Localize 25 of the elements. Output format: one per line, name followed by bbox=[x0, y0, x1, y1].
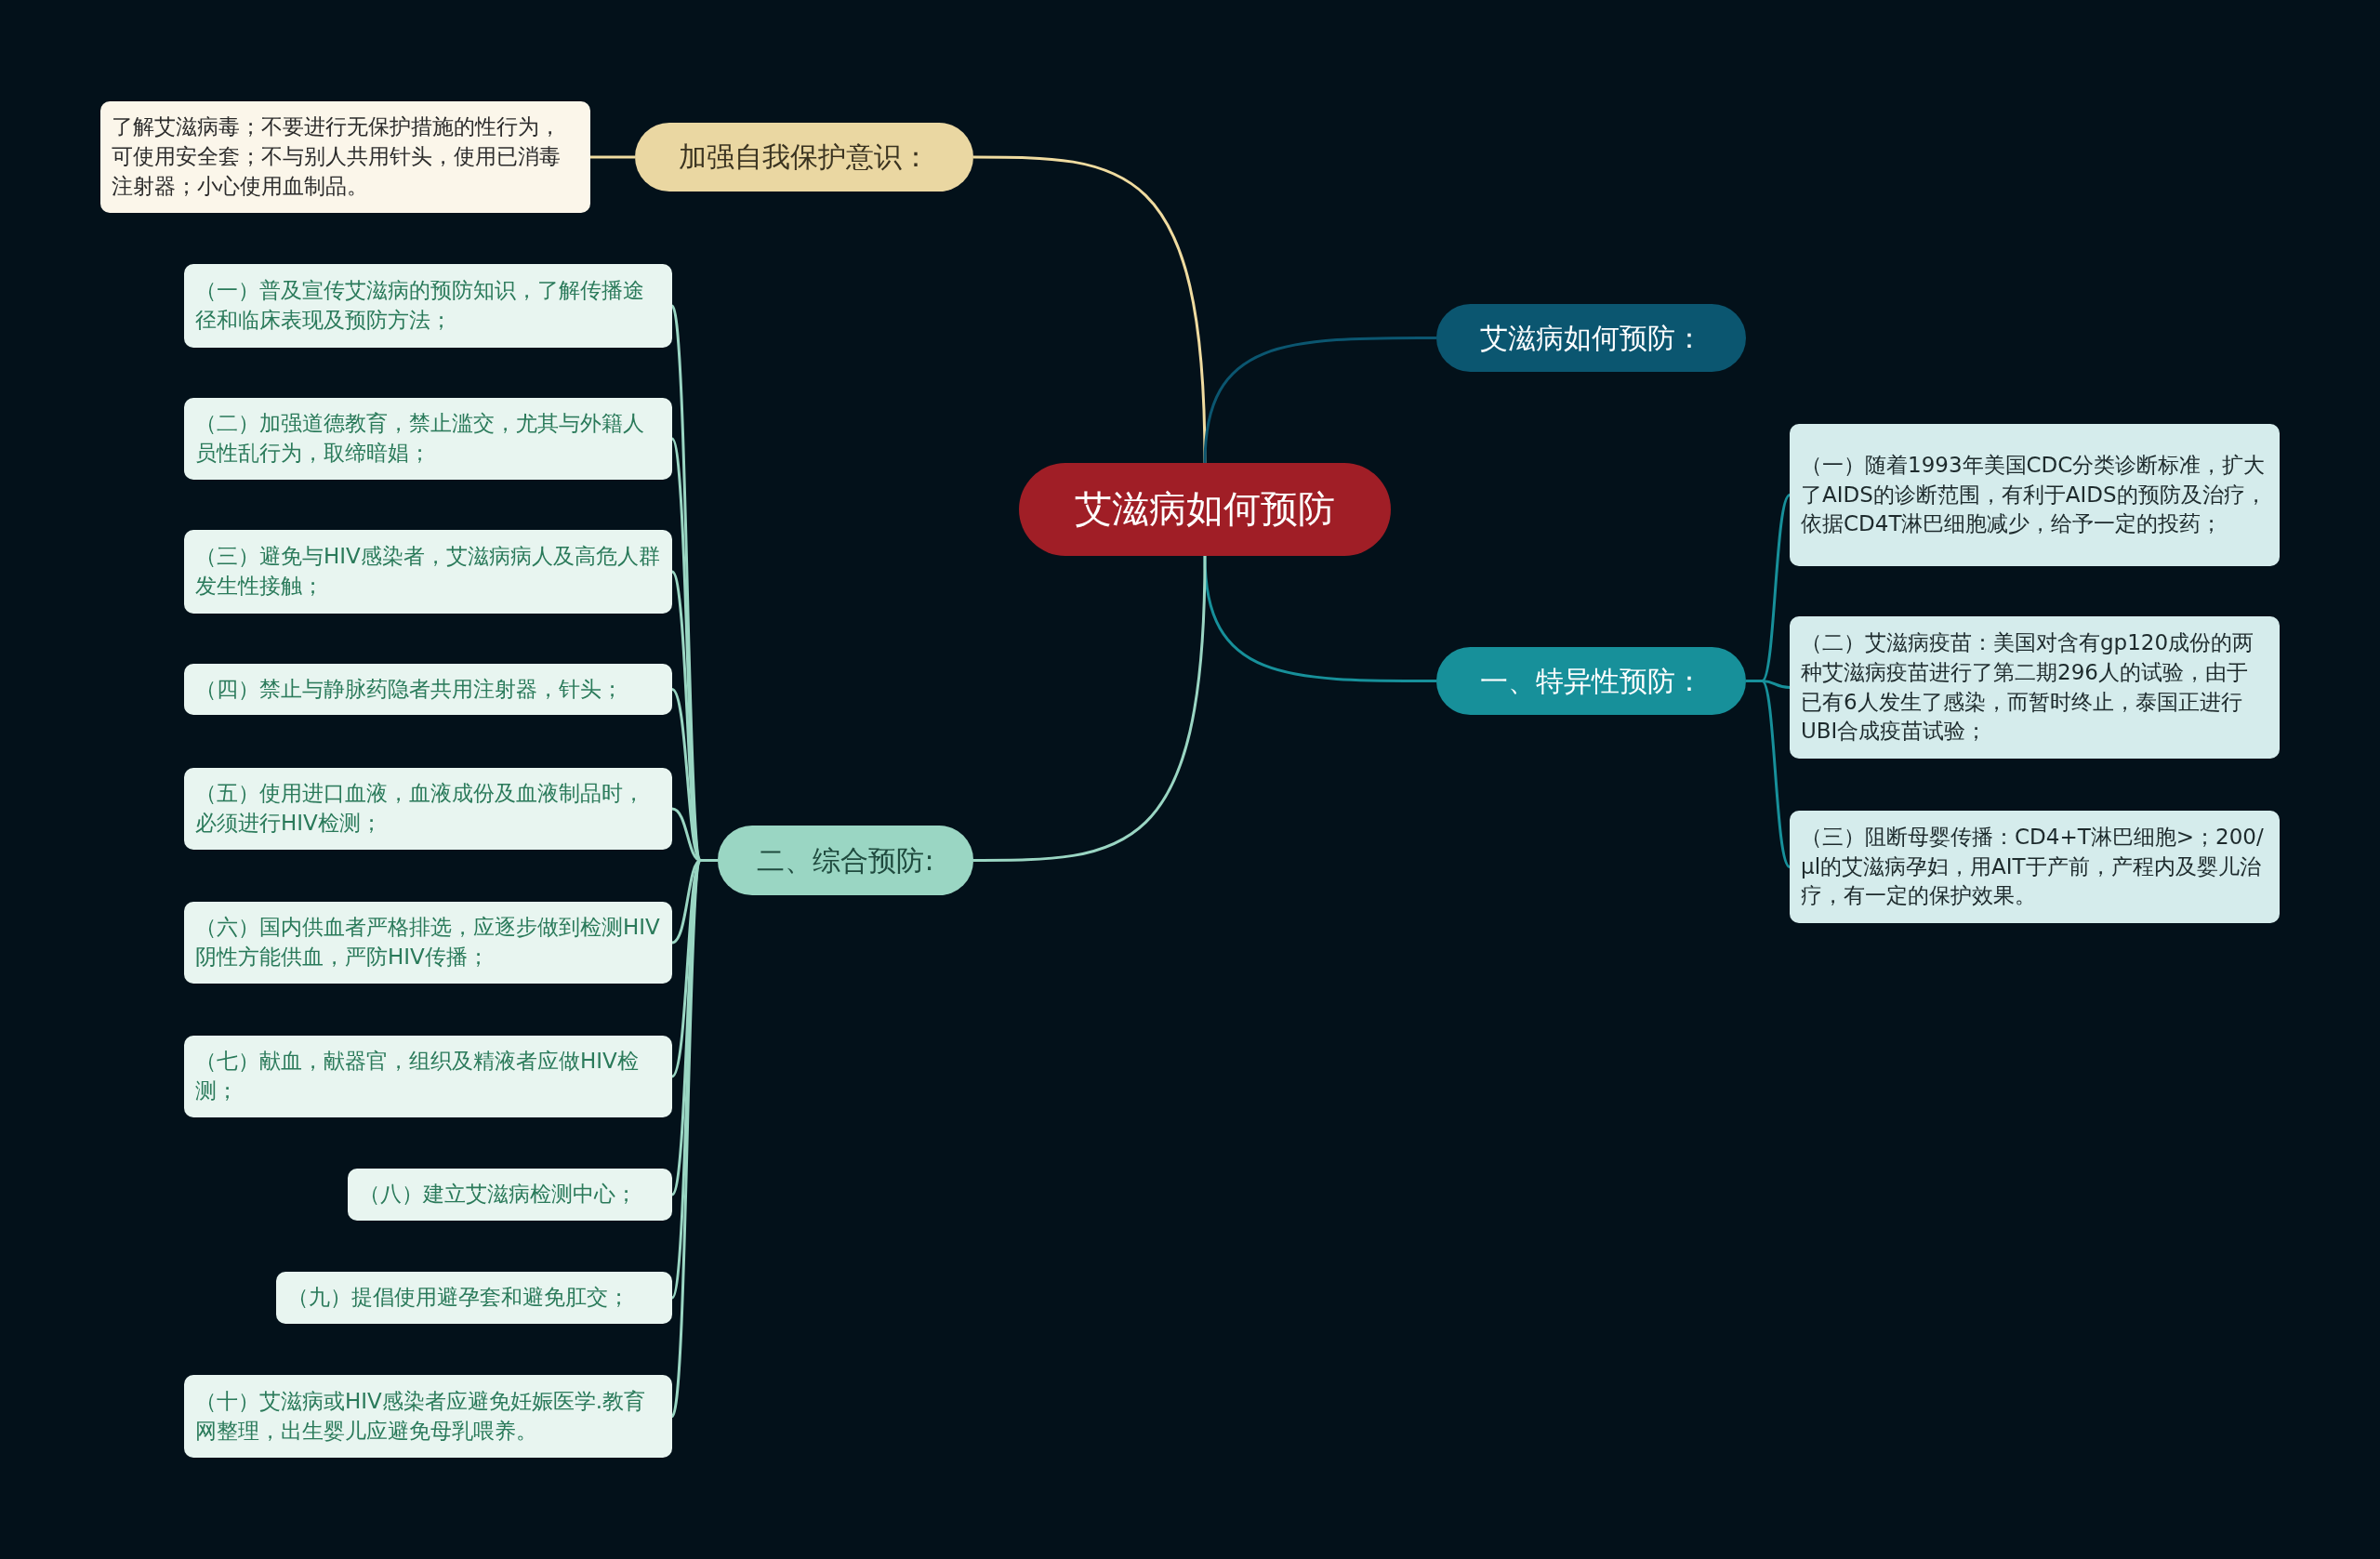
note-box: （六）国内供血者严格排选，应逐步做到检测HIV阴性方能供血，严防HIV传播； bbox=[184, 902, 672, 984]
connector-line bbox=[1746, 680, 1792, 868]
connector-line bbox=[590, 155, 635, 159]
note-box: （七）献血，献器官，组织及精液者应做HIV检测； bbox=[184, 1036, 672, 1117]
note-box: （四）禁止与静脉药隐者共用注射器，针头； bbox=[184, 664, 672, 715]
connector-line bbox=[1203, 337, 1436, 464]
note-box: （九）提倡使用避孕套和避免肛交； bbox=[276, 1272, 672, 1324]
topic-pill: 加强自我保护意识： bbox=[635, 123, 973, 192]
note-box: （八）建立艾滋病检测中心； bbox=[348, 1169, 672, 1221]
note-box: 了解艾滋病毒；不要进行无保护措施的性行为，可使用安全套；不与别人共用针头，使用已消毒注射器；小心使用血制品。 bbox=[100, 101, 590, 213]
topic-pill: 二、综合预防: bbox=[718, 826, 973, 895]
note-box: （五）使用进口血液，血液成份及血液制品时，必须进行HIV检测； bbox=[184, 768, 672, 850]
note-box: （十）艾滋病或HIV感染者应避免妊娠医学.教育网整理，出生婴儿应避免母乳喂养。 bbox=[184, 1375, 672, 1458]
connector-line bbox=[1203, 555, 1436, 682]
note-box: （二）加强道德教育，禁止滥交，尤其与外籍人员性乱行为，取缔暗娼； bbox=[184, 398, 672, 480]
note-box: （三）避免与HIV感染者，艾滋病病人及高危人群发生性接触； bbox=[184, 530, 672, 614]
connector-line bbox=[973, 555, 1207, 862]
note-box: （一）随着1993年美国CDC分类诊断标准，扩大了AIDS的诊断范围，有利于AIDS的预防及治疗，依据CD4T淋巴细胞减少，给予一定的投药； bbox=[1790, 424, 2280, 566]
topic-pill: 艾滋病如何预防： bbox=[1436, 304, 1746, 372]
note-box: （三）阻断母婴传播：CD4+T淋巴细胞>；200/μl的艾滋病孕妇，用AIT于产前，产程内及婴儿治疗，有一定的保护效果。 bbox=[1790, 811, 2280, 923]
connector-line bbox=[973, 155, 1207, 464]
root-topic: 艾滋病如何预防 bbox=[1019, 463, 1391, 556]
topic-pill: 一、特异性预防： bbox=[1436, 647, 1746, 715]
note-box: （一）普及宣传艾滋病的预防知识，了解传播途径和临床表现及预防方法； bbox=[184, 264, 672, 348]
note-box: （二）艾滋病疫苗：美国对含有gp120成份的两种艾滋病疫苗进行了第二期296人的试验，由于已有6人发生了感染，而暂时终止，泰国正进行UBI合成疫苗试验； bbox=[1790, 616, 2280, 759]
